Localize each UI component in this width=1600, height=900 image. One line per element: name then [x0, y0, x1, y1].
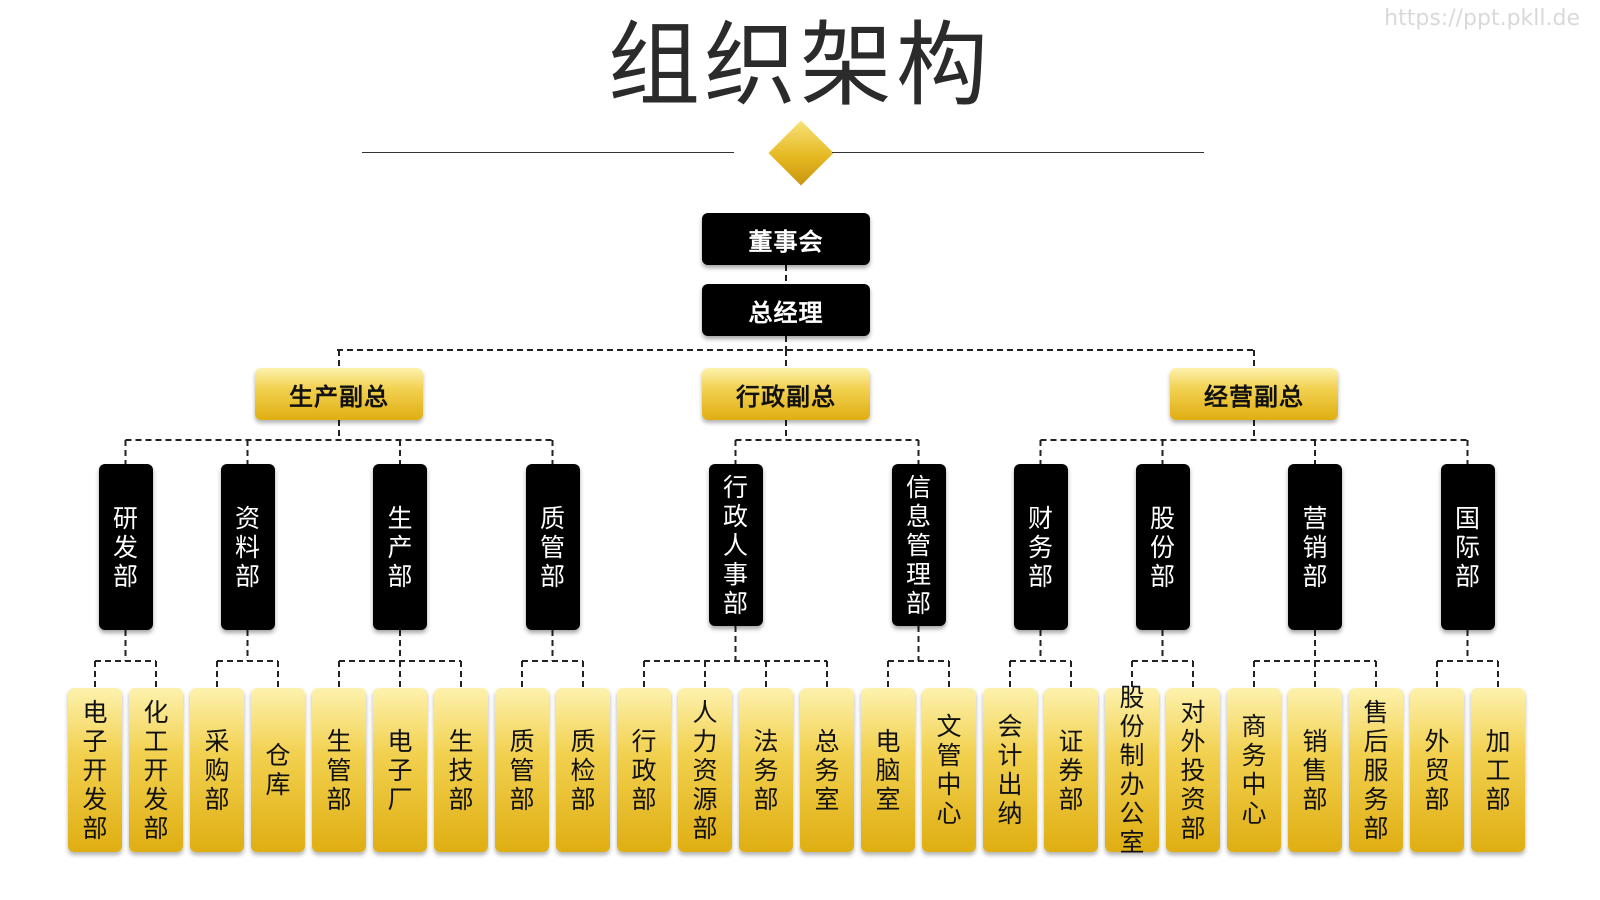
- sub-unit-box-2-0-1-label: 证券部: [1058, 726, 1084, 814]
- sub-unit-box-1-1-0-label: 电脑室: [875, 726, 901, 814]
- sub-unit-box-0-2-1-label: 电子厂: [387, 726, 413, 814]
- department-box-0-1: 资料部: [220, 464, 275, 630]
- sub-unit-box-1-0-0-label: 行政部: [631, 726, 657, 814]
- department-box-2-2: 营销部: [1288, 464, 1342, 630]
- department-box-2-2-label: 营销部: [1302, 503, 1328, 591]
- sub-unit-box-2-0-0: 会计出纳: [983, 688, 1037, 852]
- vp-box-2-label: 经营副总: [1204, 382, 1304, 411]
- vp-box-2: 经营副总: [1170, 368, 1338, 420]
- department-box-2-3: 国际部: [1440, 464, 1495, 630]
- board-box: 董事会: [702, 213, 870, 265]
- title-rule-left: [362, 152, 734, 153]
- department-box-1-1: 信息管理部: [891, 464, 946, 626]
- sub-unit-box-1-0-3-label: 总务室: [814, 726, 840, 814]
- sub-unit-box-0-1-1: 仓库: [251, 688, 305, 852]
- sub-unit-box-2-1-1-label: 对外投资部: [1180, 697, 1206, 843]
- vp-box-0: 生产副总: [255, 368, 423, 420]
- watermark: https://ppt.pkll.de: [1384, 6, 1580, 31]
- sub-unit-box-1-1-1: 文管中心: [922, 688, 976, 852]
- sub-unit-box-2-2-0-label: 商务中心: [1241, 712, 1267, 828]
- sub-unit-box-2-1-0-label: 股份制办公室: [1119, 683, 1145, 857]
- sub-unit-box-1-0-2-label: 法务部: [753, 726, 779, 814]
- sub-unit-box-0-3-1: 质检部: [556, 688, 610, 852]
- sub-unit-box-1-1-1-label: 文管中心: [936, 712, 962, 828]
- sub-unit-box-2-3-0: 外贸部: [1410, 688, 1464, 852]
- board-box-label: 董事会: [748, 227, 824, 256]
- department-box-1-0: 行政人事部: [708, 464, 763, 626]
- sub-unit-box-0-2-1: 电子厂: [373, 688, 427, 852]
- sub-unit-box-0-0-0-label: 电子开发部: [82, 697, 108, 843]
- sub-unit-box-2-3-1: 加工部: [1471, 688, 1525, 852]
- sub-unit-box-2-2-2: 售后服务部: [1349, 688, 1403, 852]
- department-box-2-0: 财务部: [1013, 464, 1068, 630]
- sub-unit-box-2-3-0-label: 外贸部: [1424, 726, 1450, 814]
- sub-unit-box-2-1-0: 股份制办公室: [1105, 683, 1159, 857]
- sub-unit-box-1-0-0: 行政部: [617, 688, 671, 852]
- sub-unit-box-0-1-1-label: 仓库: [265, 741, 291, 799]
- department-box-2-1-label: 股份部: [1149, 503, 1175, 591]
- sub-unit-box-0-1-0-label: 采购部: [204, 726, 230, 814]
- vp-box-0-label: 生产副总: [289, 382, 389, 411]
- sub-unit-box-0-1-0: 采购部: [190, 688, 244, 852]
- department-box-0-3-label: 质管部: [539, 503, 565, 591]
- department-box-1-1-label: 信息管理部: [905, 472, 931, 618]
- sub-unit-box-0-2-0: 生管部: [312, 688, 366, 852]
- sub-unit-box-0-3-0: 质管部: [495, 688, 549, 852]
- vp-box-1: 行政副总: [702, 368, 870, 420]
- sub-unit-box-2-0-1: 证券部: [1044, 688, 1098, 852]
- sub-unit-box-2-3-1-label: 加工部: [1485, 726, 1511, 814]
- vp-box-1-label: 行政副总: [736, 382, 836, 411]
- department-box-0-0-label: 研发部: [112, 503, 138, 591]
- sub-unit-box-0-2-2-label: 生技部: [448, 726, 474, 814]
- department-box-2-0-label: 财务部: [1027, 503, 1053, 591]
- sub-unit-box-0-3-0-label: 质管部: [509, 726, 535, 814]
- department-box-0-1-label: 资料部: [234, 503, 260, 591]
- title-rule-right: [832, 152, 1204, 153]
- department-box-0-2: 生产部: [373, 464, 427, 630]
- sub-unit-box-0-0-1: 化工开发部: [129, 688, 183, 852]
- sub-unit-box-2-1-1: 对外投资部: [1166, 688, 1220, 852]
- department-box-1-0-label: 行政人事部: [722, 472, 748, 618]
- sub-unit-box-2-2-2-label: 售后服务部: [1363, 697, 1389, 843]
- department-box-2-1: 股份部: [1135, 464, 1190, 630]
- general-manager-box: 总经理: [702, 284, 870, 336]
- sub-unit-box-0-0-1-label: 化工开发部: [143, 697, 169, 843]
- department-box-0-3: 质管部: [525, 464, 580, 630]
- sub-unit-box-2-2-1: 销售部: [1288, 688, 1342, 852]
- department-box-0-0: 研发部: [98, 464, 153, 630]
- sub-unit-box-0-2-0-label: 生管部: [326, 726, 352, 814]
- sub-unit-box-2-2-0: 商务中心: [1227, 688, 1281, 852]
- sub-unit-box-0-3-1-label: 质检部: [570, 726, 596, 814]
- sub-unit-box-2-0-0-label: 会计出纳: [997, 712, 1023, 828]
- sub-unit-box-1-0-1: 人力资源部: [678, 688, 732, 852]
- sub-unit-box-1-0-2: 法务部: [739, 688, 793, 852]
- department-box-0-2-label: 生产部: [387, 503, 413, 591]
- page-title: 组织架构: [607, 12, 992, 119]
- sub-unit-box-1-1-0: 电脑室: [861, 688, 915, 852]
- sub-unit-box-0-0-0: 电子开发部: [68, 688, 122, 852]
- sub-unit-box-2-2-1-label: 销售部: [1302, 726, 1328, 814]
- sub-unit-box-0-2-2: 生技部: [434, 688, 488, 852]
- sub-unit-box-1-0-3: 总务室: [800, 688, 854, 852]
- department-box-2-3-label: 国际部: [1454, 503, 1480, 591]
- general-manager-box-label: 总经理: [748, 298, 824, 327]
- sub-unit-box-1-0-1-label: 人力资源部: [692, 697, 718, 843]
